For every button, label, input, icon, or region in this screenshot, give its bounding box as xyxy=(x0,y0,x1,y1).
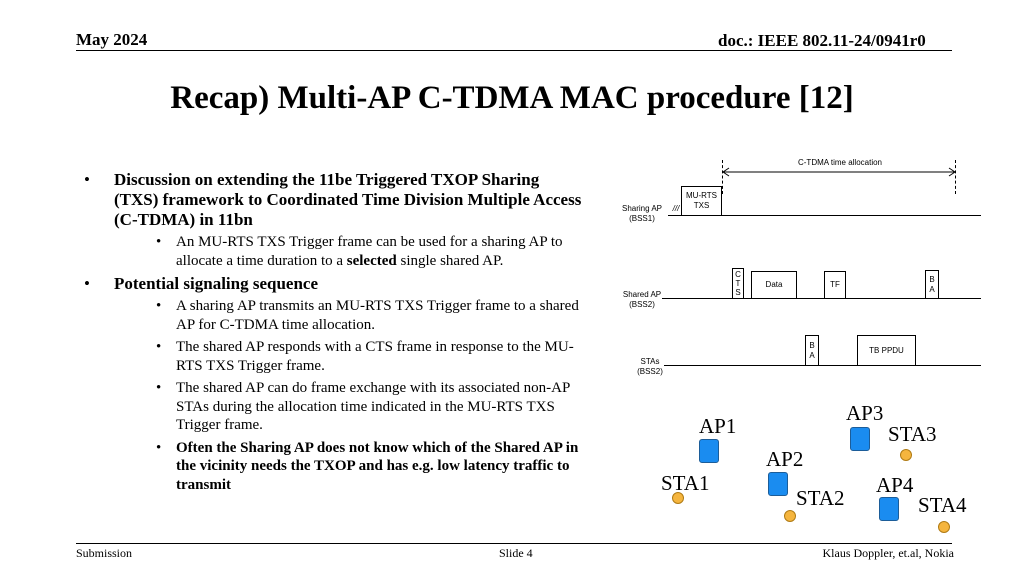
ba-frame-ap: B A xyxy=(925,270,939,299)
row-name: Shared AP xyxy=(622,290,662,299)
frame-label: C xyxy=(735,270,741,279)
sta4-label: STA4 xyxy=(918,493,967,517)
frame-label: A xyxy=(809,350,815,360)
sharing-ap-timeline xyxy=(668,215,981,216)
tf-frame: TF xyxy=(824,271,846,299)
frame-label: MU-RTS xyxy=(686,191,717,200)
sub-bullet-marker: • xyxy=(156,234,162,250)
sub-bullet-item: • The shared AP can do frame exchange wi… xyxy=(144,379,584,435)
frame-label: T xyxy=(735,279,741,288)
sub-bullet-item: • Often the Sharing AP does not know whi… xyxy=(144,439,584,495)
ap3-label: AP3 xyxy=(846,401,884,425)
footer-submission: Submission xyxy=(76,546,133,560)
sub-bullet-item: • The shared AP responds with a CTS fram… xyxy=(144,338,584,375)
shared-ap-timeline xyxy=(662,298,981,299)
data-frame: Data xyxy=(751,271,797,299)
bullet-text: Discussion on extending the 11be Trigger… xyxy=(114,170,582,229)
sub-bullet-list: • A sharing AP transmits an MU-RTS TXS T… xyxy=(114,297,584,494)
ap1-icon xyxy=(699,439,719,463)
sta2-label: STA2 xyxy=(796,486,845,510)
frame-label: A xyxy=(929,284,935,294)
footer-author: Klaus Doppler, et.al, Nokia xyxy=(822,546,954,560)
ap1-label: AP1 xyxy=(699,414,737,438)
bullet-list: • Discussion on extending the 11be Trigg… xyxy=(84,170,584,498)
cts-frame: C T S xyxy=(732,268,744,299)
sub-bullet-text: The shared AP responds with a CTS frame … xyxy=(176,339,574,374)
row-name: STAs xyxy=(640,357,660,366)
bullet-text: Potential signaling sequence xyxy=(114,274,319,293)
row-label-shared-ap: Shared AP (BSS2) xyxy=(614,290,670,310)
row-name: Sharing AP xyxy=(621,204,663,213)
footer-slide-number: Slide 4 xyxy=(499,546,533,560)
footer-divider xyxy=(76,543,952,544)
sub-bullet-marker: • xyxy=(156,380,162,396)
tb-ppdu-frame: TB PPDU xyxy=(857,335,916,366)
backoff-slashes: /// xyxy=(672,204,680,213)
sta1-label: STA1 xyxy=(661,471,710,495)
bullet-marker: • xyxy=(84,170,90,189)
sub-bullet-list: • An MU-RTS TXS Trigger frame can be use… xyxy=(114,233,584,270)
sub-bullet-item: • An MU-RTS TXS Trigger frame can be use… xyxy=(144,233,584,270)
sub-bullet-text: single shared AP. xyxy=(396,252,504,269)
row-bss: (BSS1) xyxy=(629,214,655,223)
header-date: May 2024 xyxy=(76,30,148,49)
row-label-sharing-ap: Sharing AP (BSS1) xyxy=(614,204,670,224)
frame-label: S xyxy=(735,288,741,297)
slide-title: Recap) Multi-AP C-TDMA MAC procedure [12… xyxy=(170,80,854,116)
sub-bullet-marker: • xyxy=(156,439,162,456)
ap4-label: AP4 xyxy=(876,473,914,497)
frame-label: TXS xyxy=(693,201,710,210)
allocation-end-marker xyxy=(955,160,956,194)
emphasis-text: selected xyxy=(346,252,397,269)
sub-bullet-marker: • xyxy=(156,339,162,355)
ap2-label: AP2 xyxy=(766,447,804,471)
sta1-icon xyxy=(672,492,684,504)
sta2-icon xyxy=(784,510,796,522)
ba-frame-sta: B A xyxy=(805,335,819,366)
sub-bullet-text: A sharing AP transmits an MU-RTS TXS Tri… xyxy=(176,298,579,333)
sub-bullet-text: The shared AP can do frame exchange with… xyxy=(176,380,570,433)
ap3-icon xyxy=(850,427,870,451)
ap4-icon xyxy=(879,497,899,521)
sub-bullet-item: • A sharing AP transmits an MU-RTS TXS T… xyxy=(144,297,584,334)
stas-timeline xyxy=(664,365,981,366)
header-doc-id: doc.: IEEE 802.11-24/0941r0 xyxy=(718,31,926,50)
row-label-stas: STAs (BSS2) xyxy=(622,357,678,377)
frame-label: B xyxy=(929,274,935,284)
allocation-label: C-TDMA time allocation xyxy=(797,158,883,167)
mu-rts-txs-frame: MU-RTS TXS xyxy=(681,186,722,216)
row-bss: (BSS2) xyxy=(629,300,655,309)
allocation-arrow xyxy=(722,167,956,177)
sta3-icon xyxy=(900,449,912,461)
sta4-icon xyxy=(938,521,950,533)
row-bss: (BSS2) xyxy=(637,367,663,376)
sub-bullet-text: Often the Sharing AP does not know which… xyxy=(176,439,579,493)
sub-bullet-text: An MU-RTS TXS Trigger frame can be used … xyxy=(176,234,563,269)
sta3-label: STA3 xyxy=(888,422,937,446)
bullet-marker: • xyxy=(84,274,90,293)
allocation-start-marker xyxy=(722,160,723,194)
header-divider xyxy=(76,50,952,51)
bullet-item: • Potential signaling sequence • A shari… xyxy=(84,274,584,494)
ap2-icon xyxy=(768,472,788,496)
sub-bullet-marker: • xyxy=(156,298,162,314)
frame-label: B xyxy=(809,340,815,350)
bullet-item: • Discussion on extending the 11be Trigg… xyxy=(84,170,584,270)
